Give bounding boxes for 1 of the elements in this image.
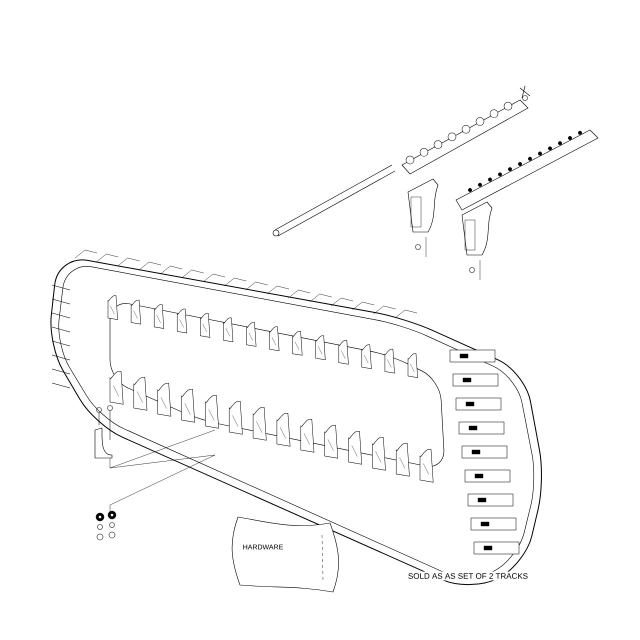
note-text: SOLD AS AS SET OF 2 TRACKS	[406, 572, 530, 580]
